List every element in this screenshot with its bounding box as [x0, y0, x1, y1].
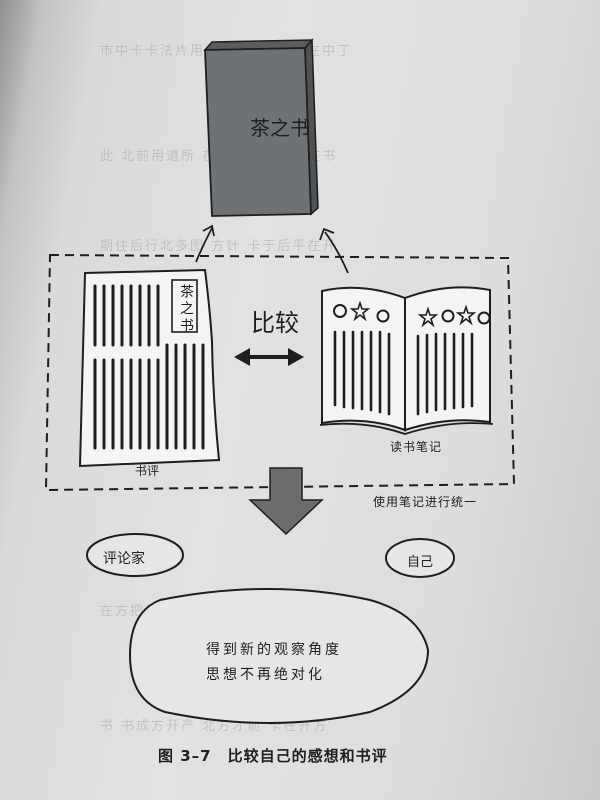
up-arrow-left [195, 224, 215, 263]
notes-label: 读书笔记 [390, 440, 443, 454]
circle-icon [477, 311, 491, 325]
figure-caption: 图 3–7 比较自己的感想和书评 [158, 747, 388, 765]
circle-icon [441, 309, 455, 323]
compare-double-arrow [234, 348, 304, 366]
review-label: 书评 [135, 464, 160, 478]
review-document [78, 268, 221, 468]
book-icon [203, 38, 319, 217]
circle-icon [376, 309, 390, 323]
critic-oval [86, 533, 184, 577]
review-text-lines [93, 284, 205, 450]
result-oval [128, 588, 430, 724]
self-oval [385, 538, 455, 578]
star-icon [417, 306, 439, 328]
critic-label: 评论家 [103, 551, 145, 567]
notebook [319, 286, 494, 435]
book-title: 茶之书 [250, 116, 310, 140]
self-label: 自己 [407, 555, 434, 570]
star-icon [349, 300, 371, 322]
unify-label: 使用笔记进行统一 [373, 495, 478, 509]
notebook-text-lines [333, 330, 474, 416]
result-line-2: 思想不再绝对化 [206, 667, 325, 683]
star-icon [455, 304, 477, 326]
circle-icon [333, 304, 347, 318]
dashed-frame [44, 253, 516, 492]
result-line-1: 得到新的观察角度 [206, 642, 342, 658]
compare-label: 比较 [251, 309, 299, 337]
down-arrow [248, 467, 324, 536]
review-card [171, 279, 198, 333]
review-card-title: 茶之书 [178, 284, 194, 335]
up-arrow-right [319, 227, 349, 274]
